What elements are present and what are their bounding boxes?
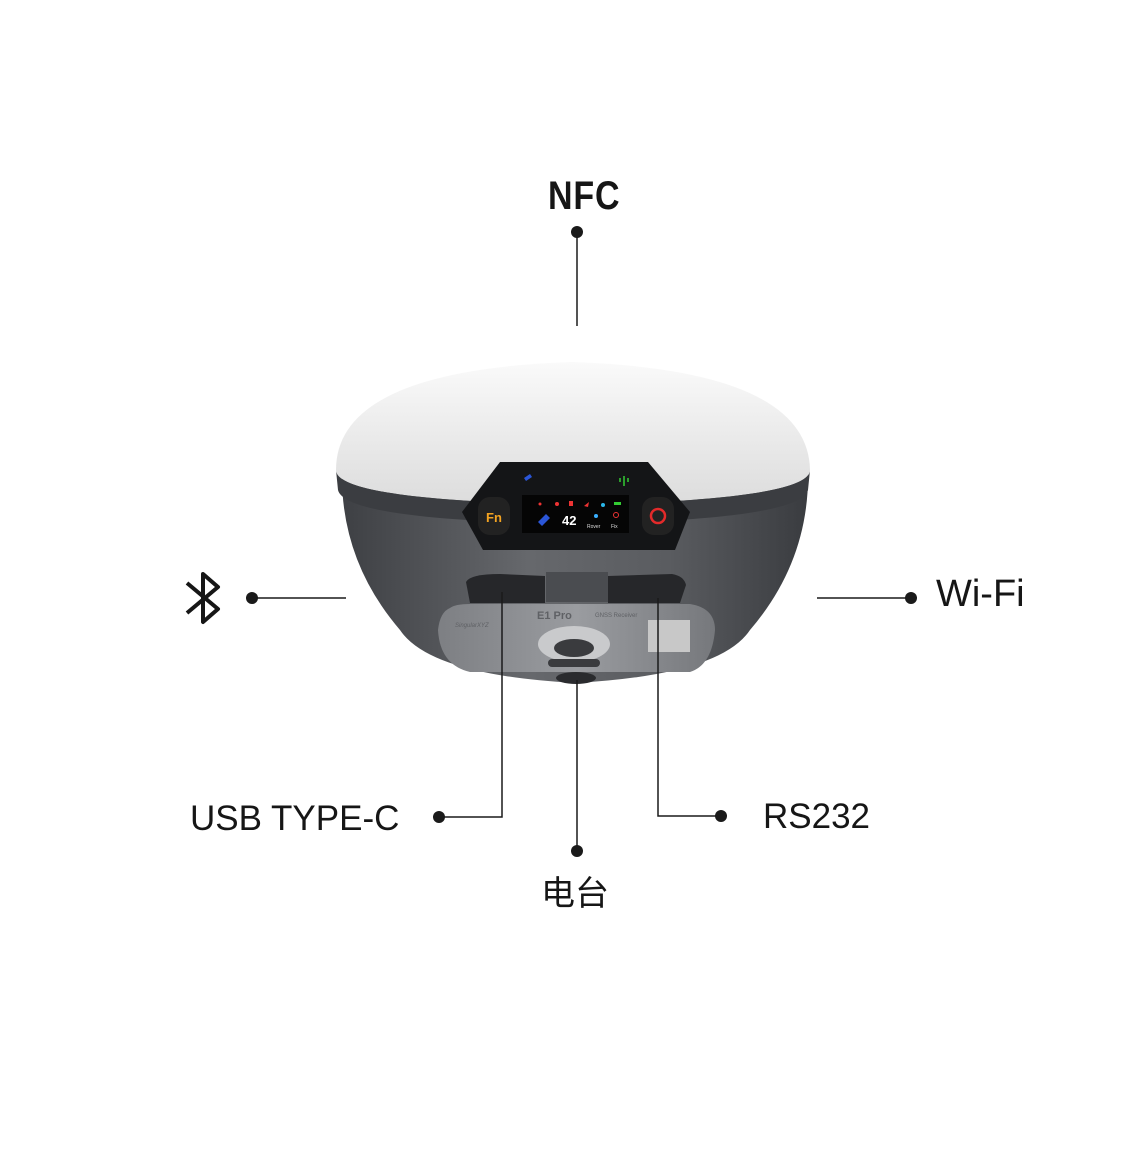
rs232-port-cover (608, 574, 686, 603)
callout-dots (246, 226, 917, 857)
brand-label: SingularXYZ (455, 623, 489, 629)
model-sub-label: GNSS Receiver (595, 613, 637, 619)
location-icon (613, 512, 619, 518)
satellite-count: 42 (562, 513, 576, 528)
antenna-dome (336, 362, 810, 505)
wifi-label: Wi-Fi (936, 573, 1025, 615)
mode-text: Rover (587, 524, 601, 530)
satellite-icon (538, 514, 550, 526)
fn-button[interactable] (478, 497, 510, 535)
radio-signal-icon (619, 476, 629, 486)
usb-line (439, 592, 503, 818)
qr-sticker (648, 620, 690, 652)
power-button[interactable] (642, 497, 674, 535)
rs232-line (657, 598, 721, 817)
bluetooth-icon (185, 572, 220, 624)
usb-port-cover (466, 574, 545, 603)
model-label: E1 Pro (537, 610, 572, 622)
fn-label: Fn (486, 510, 502, 525)
satellite-indicator-icon (524, 474, 532, 481)
screen (522, 495, 629, 533)
callout-lines (252, 232, 911, 851)
rover-icon (594, 514, 598, 518)
nfc-label: NFC (548, 174, 621, 218)
radio-label: 电台 (541, 874, 609, 914)
power-icon (649, 507, 667, 525)
rs232-label: RS232 (763, 797, 871, 836)
status-text: Fix (611, 524, 618, 530)
usb-type-c-label: USB TYPE-C (190, 799, 400, 838)
gnss-receiver: 42 Rover Fix Fn E1 Pro GNSS Receiver Sin… (336, 362, 810, 684)
